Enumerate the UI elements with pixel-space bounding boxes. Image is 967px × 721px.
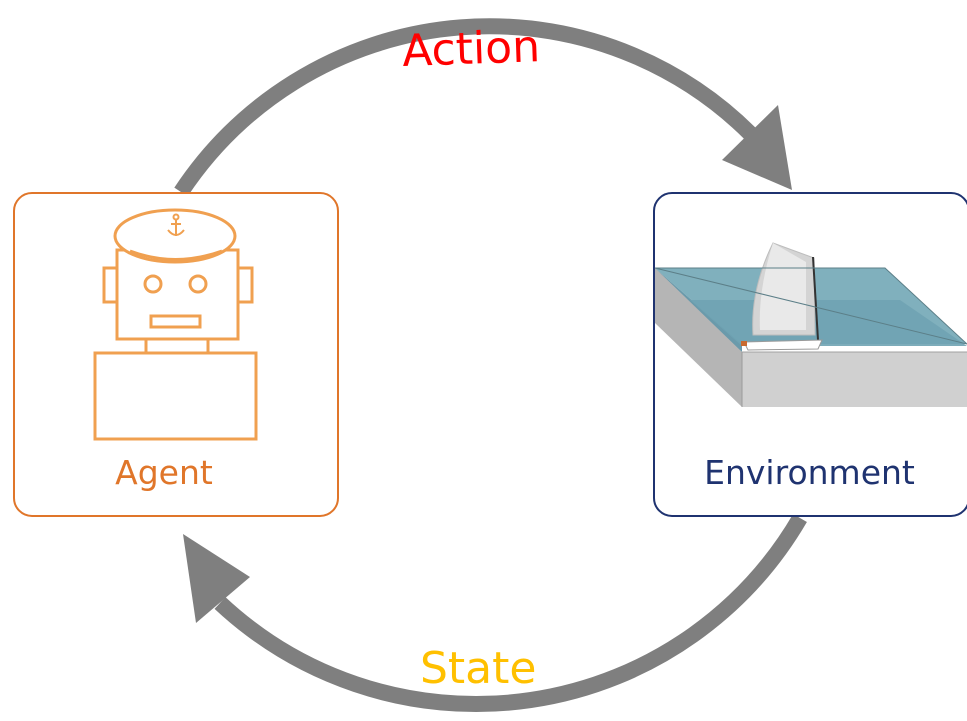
environment-label: Environment	[704, 453, 915, 492]
robot-captain-icon	[93, 208, 258, 441]
sailboat-pool-icon	[654, 242, 967, 407]
state-label: State	[420, 643, 537, 694]
agent-label: Agent	[115, 453, 213, 492]
action-arrow	[174, 18, 792, 197]
action-label: Action	[401, 21, 541, 77]
state-arrow	[183, 513, 807, 712]
